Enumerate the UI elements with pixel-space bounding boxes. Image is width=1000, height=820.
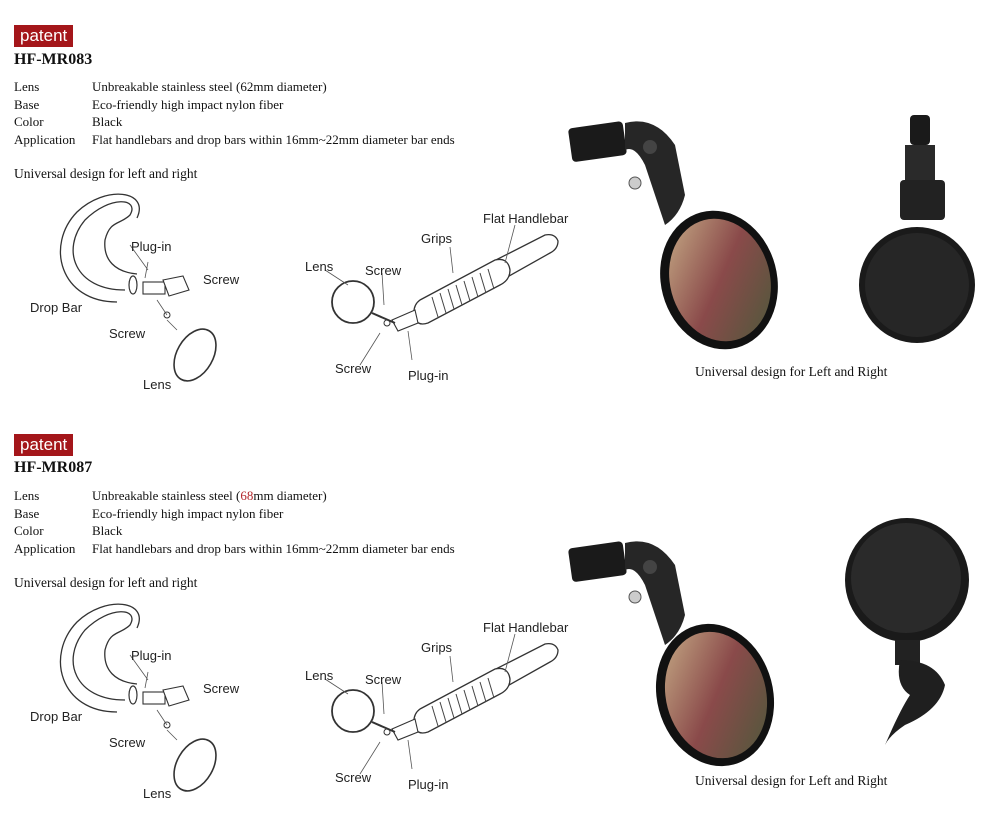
photo-caption: Universal design for Left and Right [695, 773, 888, 788]
flat-handlebar-diagram-icon [324, 224, 559, 366]
mirror-photo-front-icon [568, 121, 778, 350]
label-drop-bar: Drop Bar [30, 300, 83, 315]
label-grips: Grips [421, 231, 453, 246]
model-title: HF-MR087 [14, 459, 93, 476]
label-screw-top: Screw [203, 681, 240, 696]
flat-handlebar-diagram-icon [324, 633, 559, 775]
patent-badge: patent [14, 25, 74, 47]
drop-bar-diagram-icon [60, 603, 217, 792]
model-title: HF-MR083 [14, 51, 93, 68]
label-screw-left: Screw [109, 735, 146, 750]
label-screw-left: Screw [109, 326, 146, 341]
highlight-diameter: 68 [240, 488, 254, 503]
label-screw-top: Screw [365, 263, 402, 278]
label-flat-handlebar: Flat Handlebar [483, 211, 569, 226]
label-drop-bar: Drop Bar [30, 709, 83, 724]
label-flat-handlebar: Flat Handlebar [483, 620, 569, 635]
subtitle: Universal design for left and right [14, 575, 198, 590]
label-lens: Lens [143, 377, 172, 392]
label-plug-in: Plug-in [131, 648, 172, 663]
label-screw-top: Screw [203, 272, 240, 287]
label-screw-bottom: Screw [335, 361, 372, 376]
label-plug-in: Plug-in [408, 777, 449, 792]
patent-badge: patent [14, 434, 74, 456]
label-plug-in: Plug-in [131, 239, 172, 254]
mirror-photo-back-icon [859, 115, 975, 343]
label-lens: Lens [305, 668, 334, 683]
label-screw-bottom: Screw [335, 770, 372, 785]
label-plug-in: Plug-in [408, 368, 449, 383]
subtitle: Universal design for left and right [14, 166, 198, 181]
label-grips: Grips [421, 640, 453, 655]
label-lens: Lens [143, 786, 172, 801]
label-screw-top: Screw [365, 672, 402, 687]
photo-caption: Universal design for Left and Right [695, 364, 888, 379]
mirror-photo-front-icon [568, 541, 775, 767]
drop-bar-diagram-icon [60, 193, 217, 382]
mirror-photo-back-icon [845, 518, 969, 745]
label-lens: Lens [305, 259, 334, 274]
